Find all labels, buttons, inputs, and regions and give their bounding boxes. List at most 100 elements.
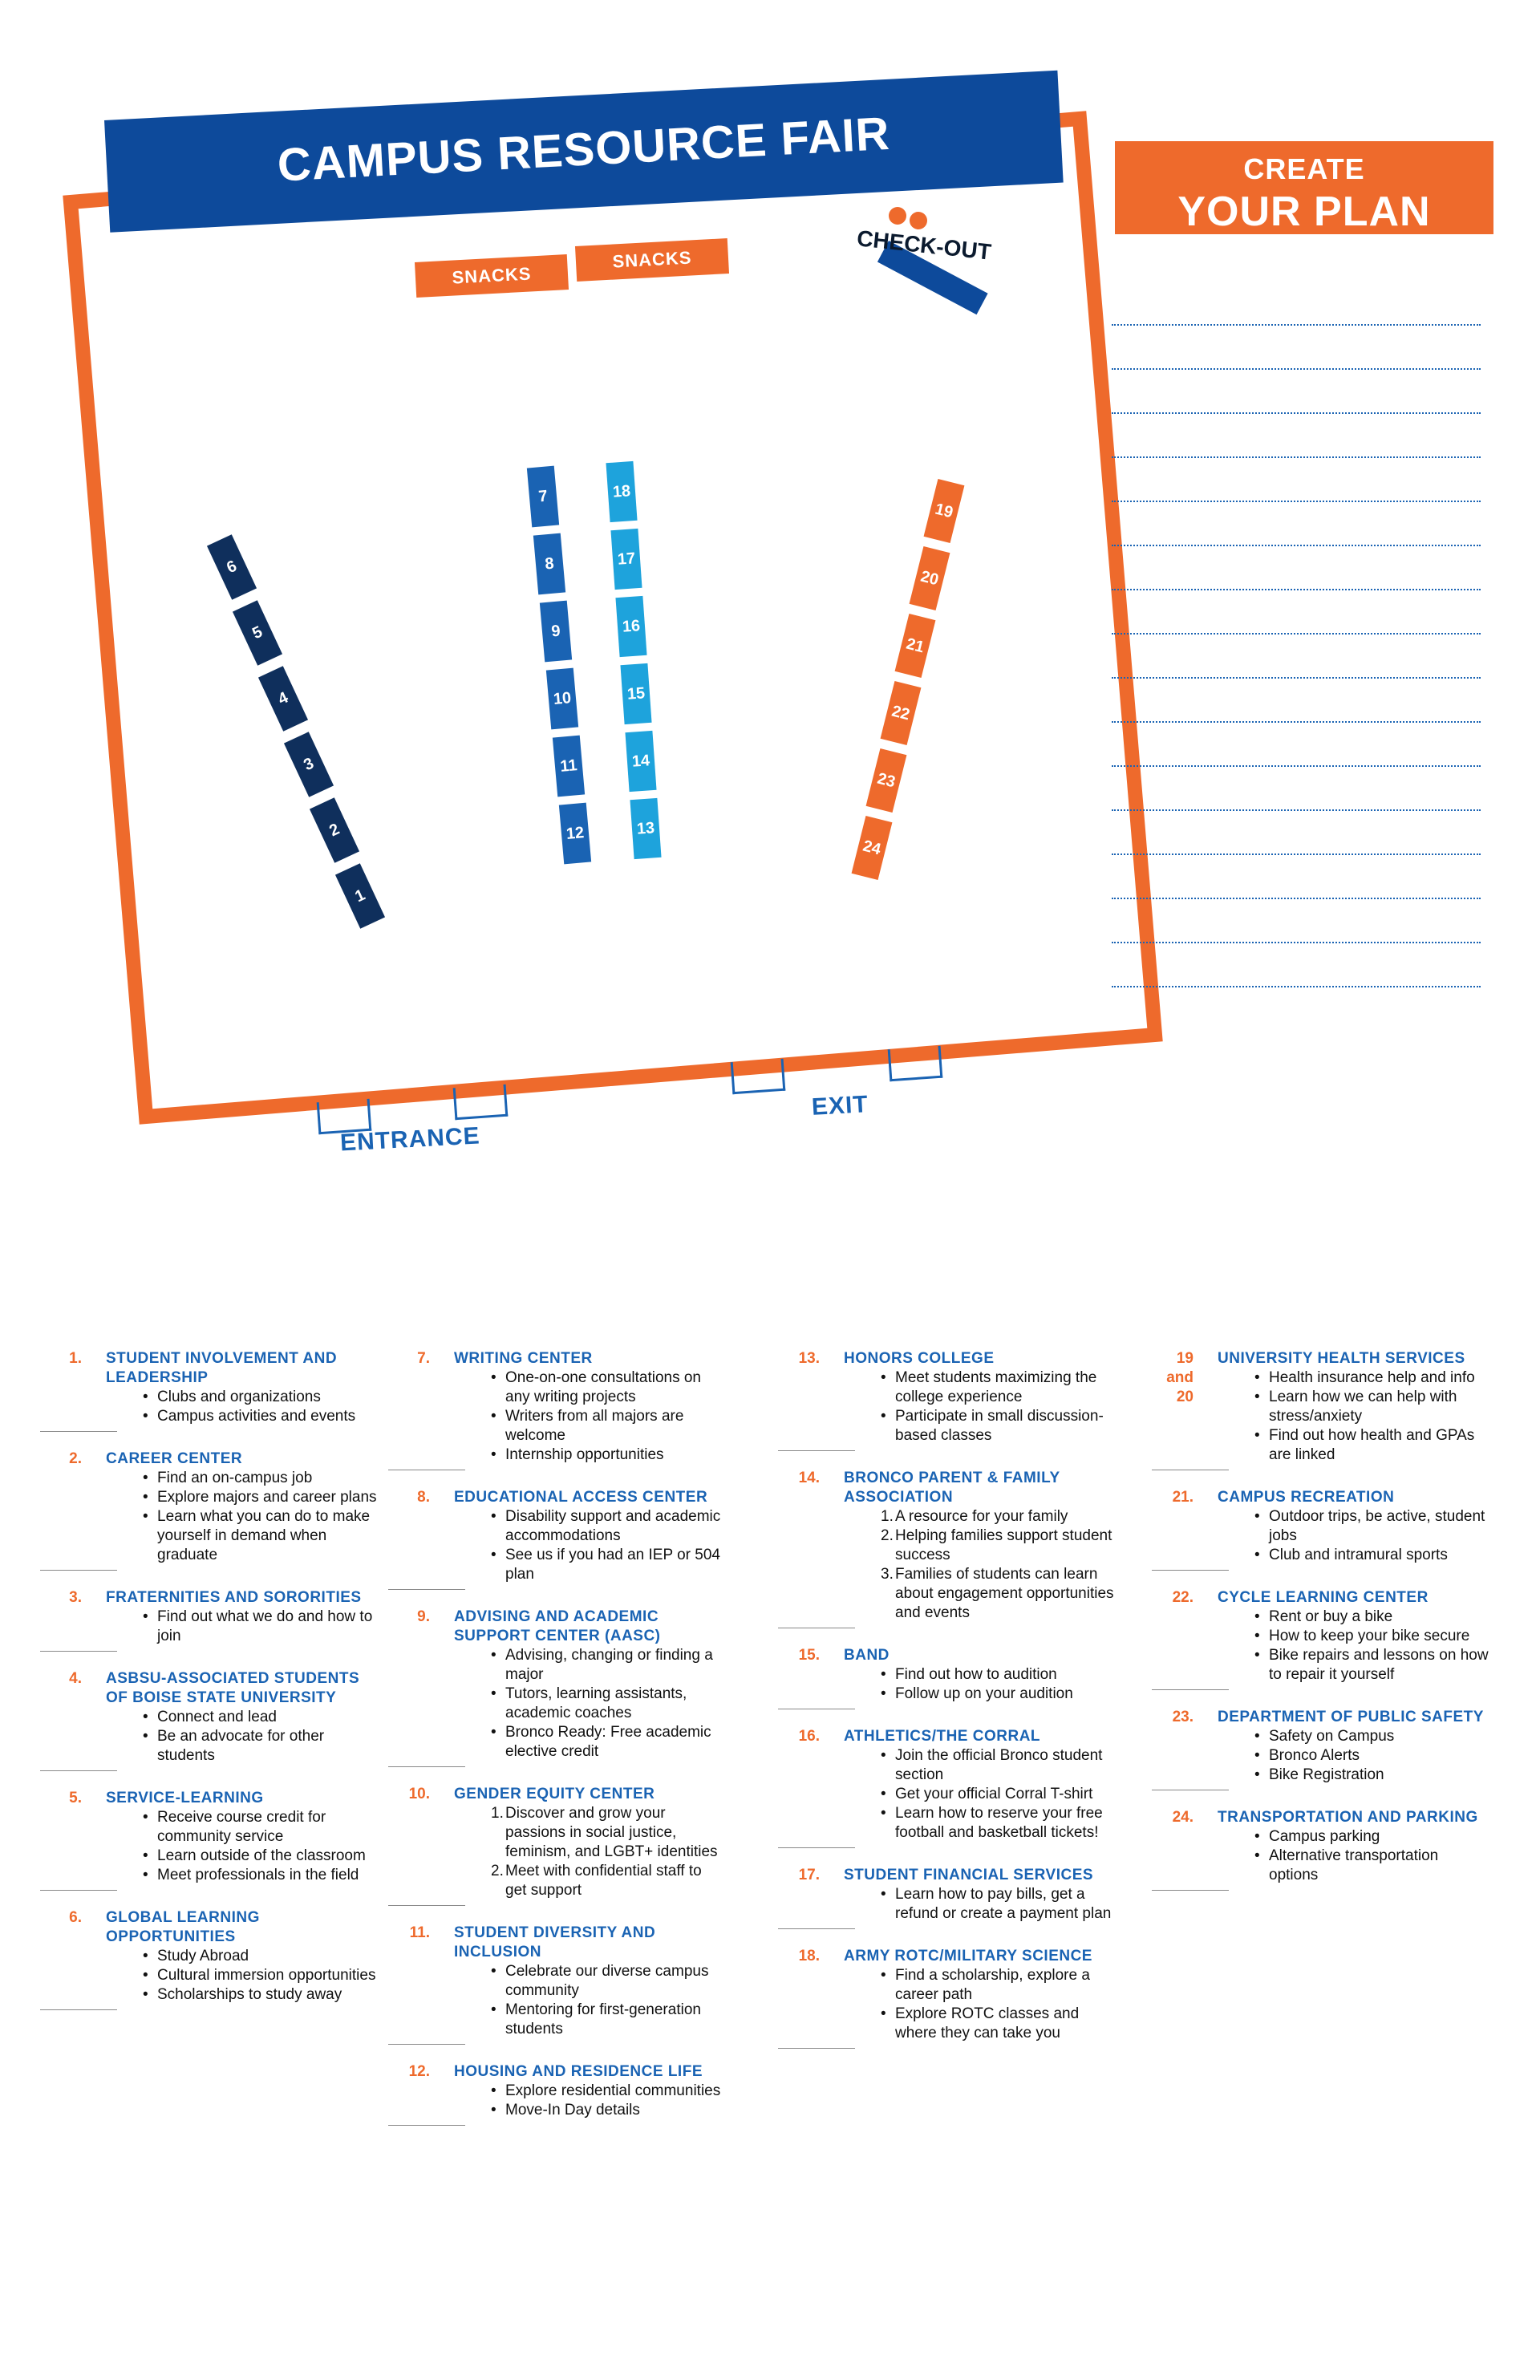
booth-number: 16 [622, 616, 641, 636]
detail-item: •Campus activities and events [143, 1408, 356, 1425]
checkoff-line[interactable] [388, 1766, 465, 1767]
floor-map: CAMPUS RESOURCE FAIR SNACKS SNACKS CHECK… [0, 0, 1171, 1219]
checkoff-line[interactable] [778, 2048, 855, 2049]
plan-line[interactable] [1112, 412, 1481, 414]
detail-item: •Bike Registration [1254, 1766, 1384, 1783]
booth-number: 10 [552, 688, 572, 708]
checkoff-line[interactable] [40, 1570, 117, 1571]
checkoff-line[interactable] [1152, 1689, 1229, 1690]
detail-item: •Learn how we can help with stress/anxie… [1254, 1389, 1457, 1425]
entry-details: •Campus parking•Alternative transportati… [1152, 1827, 1489, 1885]
directory-column: 7.WRITING CENTER•One-on-one consultation… [388, 1349, 725, 2143]
entry-details: •Study Abroad•Cultural immersion opportu… [40, 1947, 377, 2005]
checkoff-line[interactable] [40, 2009, 117, 2010]
detail-item: •Writers from all majors are welcome [491, 1408, 684, 1444]
checkoff-line[interactable] [778, 1928, 855, 1929]
directory-entry: 15.BAND•Find out how to audition•Follow … [778, 1646, 1115, 1709]
directory-entry: 7.WRITING CENTER•One-on-one consultation… [388, 1349, 725, 1470]
directory-entry: 1.STUDENT INVOLVEMENT AND LEADERSHIP•Clu… [40, 1349, 377, 1432]
detail-item: •Mentoring for first-generation students [491, 2001, 701, 2037]
detail-item: •Find a scholarship, explore a career pa… [881, 1967, 1090, 2003]
directory-column: 1.STUDENT INVOLVEMENT AND LEADERSHIP•Clu… [40, 1349, 377, 2028]
entry-title: TRANSPORTATION AND PARKING [1218, 1809, 1478, 1826]
detail-item: •Find out how health and GPAs are linked [1254, 1427, 1475, 1463]
entry-title: DEPARTMENT OF PUBLIC SAFETY [1218, 1709, 1484, 1725]
booth-number: 8 [544, 554, 555, 573]
entry-number: 21. [1172, 1489, 1194, 1506]
plan-line[interactable] [1112, 456, 1481, 458]
checkoff-line[interactable] [40, 1890, 117, 1891]
plan-line[interactable] [1112, 633, 1481, 635]
checkoff-line[interactable] [388, 2125, 465, 2126]
detail-item: 3.Families of students can learn about e… [881, 1566, 1114, 1621]
detail-item: •Be an advocate for other students [143, 1728, 325, 1764]
detail-item: •Explore residential communities [491, 2082, 721, 2099]
snacks-label: SNACKS [451, 263, 533, 288]
plan-line[interactable] [1112, 809, 1481, 811]
entry-number: 13. [798, 1350, 820, 1367]
checkoff-line[interactable] [778, 1450, 855, 1451]
entry-title: ADVISING AND ACADEMIC SUPPORT CENTER (AA… [454, 1608, 661, 1644]
checkoff-line[interactable] [1152, 1890, 1229, 1891]
directory-entry: 21.CAMPUS RECREATION•Outdoor trips, be a… [1152, 1488, 1489, 1571]
plan-line[interactable] [1112, 986, 1481, 987]
detail-item: 1.Discover and grow your passions in soc… [491, 1805, 718, 1860]
entry-title: HONORS COLLEGE [844, 1350, 995, 1367]
plan-line[interactable] [1112, 589, 1481, 590]
directory-entry: 11.STUDENT DIVERSITY AND INCLUSION•Celeb… [388, 1924, 725, 2045]
booth-18: 18 [606, 460, 638, 523]
checkoff-line[interactable] [40, 1651, 117, 1652]
entry-details: 1.Discover and grow your passions in soc… [388, 1804, 725, 1900]
plan-line[interactable] [1112, 368, 1481, 370]
detail-item: •How to keep your bike secure [1254, 1628, 1470, 1644]
directory-entry: 18.ARMY ROTC/MILITARY SCIENCE•Find a sch… [778, 1947, 1115, 2049]
plan-line[interactable] [1112, 677, 1481, 679]
plan-line[interactable] [1112, 765, 1481, 767]
plan-line[interactable] [1112, 721, 1481, 723]
entry-number: 8. [417, 1489, 430, 1506]
checkoff-line[interactable] [388, 1589, 465, 1590]
checkoff-line[interactable] [40, 1770, 117, 1771]
entry-number: 23. [1172, 1709, 1194, 1725]
checkoff-line[interactable] [1152, 1570, 1229, 1571]
entry-title: STUDENT FINANCIAL SERVICES [844, 1867, 1094, 1883]
detail-item: •Celebrate our diverse campus community [491, 1963, 709, 1999]
detail-item: •Find an on-campus job [143, 1470, 313, 1486]
booth-number: 17 [617, 549, 636, 569]
plan-line[interactable] [1112, 324, 1481, 326]
booth-number: 5 [249, 622, 265, 643]
entrance-door [452, 1084, 509, 1121]
entry-title: WRITING CENTER [454, 1350, 593, 1367]
entry-title: ARMY ROTC/MILITARY SCIENCE [844, 1948, 1092, 1964]
checkoff-line[interactable] [778, 1847, 855, 1848]
detail-item: •Bronco Alerts [1254, 1747, 1360, 1764]
detail-item: •Club and intramural sports [1254, 1547, 1448, 1563]
detail-item: •Campus parking [1254, 1828, 1380, 1845]
directory-entry: 2.CAREER CENTER•Find an on-campus job•Ex… [40, 1449, 377, 1571]
plan-line[interactable] [1112, 942, 1481, 943]
detail-item: •Disability support and academic accommo… [491, 1508, 721, 1544]
plan-line[interactable] [1112, 898, 1481, 899]
entry-details: •Receive course credit for community ser… [40, 1808, 377, 1885]
directory-entry: 8.EDUCATIONAL ACCESS CENTER•Disability s… [388, 1488, 725, 1590]
detail-item: •Safety on Campus [1254, 1728, 1395, 1745]
checkoff-line[interactable] [40, 1431, 117, 1432]
exit-door [887, 1045, 943, 1082]
booth-number: 7 [537, 487, 549, 505]
directory-entry: 24.TRANSPORTATION AND PARKING•Campus par… [1152, 1808, 1489, 1891]
entry-number: 17. [798, 1867, 820, 1883]
entry-title: STUDENT DIVERSITY AND INCLUSION [454, 1924, 656, 1960]
plan-line[interactable] [1112, 853, 1481, 855]
entry-details: •Explore residential communities•Move-In… [388, 2082, 725, 2120]
checkoff-line[interactable] [388, 1905, 465, 1906]
plan-line[interactable] [1112, 501, 1481, 502]
entry-details: •Disability support and academic accommo… [388, 1507, 725, 1584]
plan-line[interactable] [1112, 545, 1481, 546]
exit-label: EXIT [811, 1091, 869, 1121]
checkoff-line[interactable] [388, 2044, 465, 2045]
detail-item: •Connect and lead [143, 1709, 277, 1725]
entry-details: •One-on-one consultations on any writing… [388, 1368, 725, 1465]
entry-details: •Learn how to pay bills, get a refund or… [778, 1885, 1115, 1924]
